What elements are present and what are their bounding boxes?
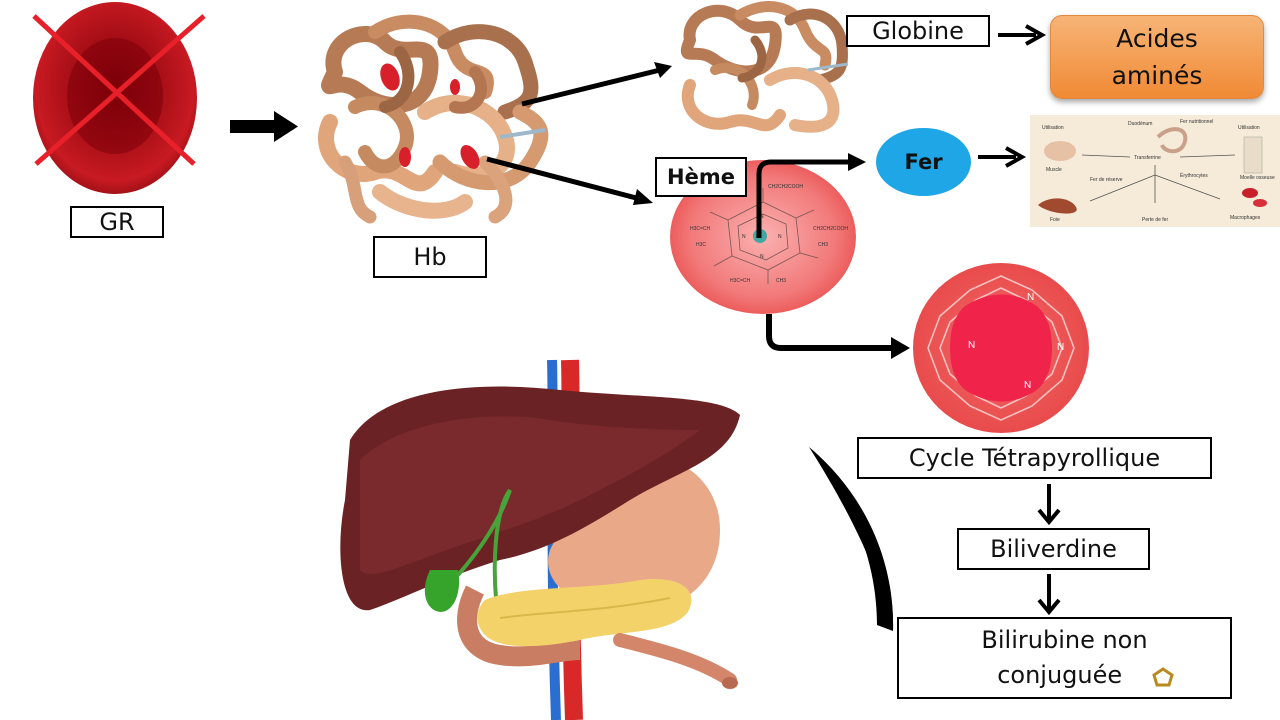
- heme-image: CH2CH2COOH CH2CH2COOH H3C=CH H3C CH3 H3C…: [670, 160, 856, 314]
- svg-text:N: N: [742, 234, 746, 240]
- iron-perte: Perte de fer: [1142, 217, 1168, 223]
- tetrapyrrole-n-left: N: [968, 340, 975, 351]
- tetrapyrrole-n-top: N: [1027, 292, 1034, 303]
- iron-macrophages: Macrophages: [1230, 215, 1261, 221]
- svg-text:N: N: [778, 234, 782, 240]
- arrow-hb-to-heme: [486, 156, 653, 205]
- fer-circle: Fer: [876, 128, 971, 196]
- svg-text:H3C=CH: H3C=CH: [730, 278, 751, 284]
- iron-transferrine: Transferrine: [1134, 155, 1161, 161]
- svg-text:N: N: [760, 214, 764, 220]
- globine-label-text: Globine: [872, 17, 964, 45]
- bilirubine-line2: conjuguée: [997, 661, 1123, 689]
- iron-fer-reserve: Fer de réserve: [1090, 177, 1123, 183]
- hemoglobin-image: [318, 14, 549, 224]
- biliverdine-label-text: Biliverdine: [990, 535, 1117, 563]
- cycle-label: Cycle Tétrapyrollique: [857, 437, 1212, 479]
- iron-utilisation-right: Utilisation: [1238, 125, 1260, 131]
- iron-utilisation-left: Utilisation: [1042, 125, 1064, 131]
- svg-text:CH3: CH3: [818, 242, 828, 248]
- cross-out-icon: [32, 14, 206, 166]
- arrow-heme-to-cycle: [766, 314, 910, 359]
- svg-text:CH2CH2COOH: CH2CH2COOH: [813, 226, 848, 232]
- arrow-gr-to-hb: [230, 111, 298, 142]
- heme-label: Hème: [655, 157, 747, 197]
- pentagon-icon: [1152, 667, 1174, 687]
- fer-label-text: Fer: [904, 150, 943, 174]
- bilirubine-line1: Bilirubine non: [981, 626, 1148, 655]
- arrow-heme-to-fer: [756, 153, 866, 238]
- arrow-to-liver: [809, 447, 894, 631]
- iron-moelle: Moelle osseuse: [1240, 175, 1275, 181]
- tetrapyrrole-n-right: N: [1057, 342, 1064, 353]
- iron-erythrocytes: Érythrocytes: [1180, 172, 1208, 179]
- gr-label-text: GR: [99, 208, 135, 236]
- arrow-hb-to-globine: [521, 62, 672, 107]
- tetrapyrrole-n-bottom: N: [1024, 380, 1031, 391]
- iron-cycle-diagram: Utilisation Utilisation Fer nutritionnel…: [1030, 115, 1280, 227]
- hb-label: Hb: [373, 236, 487, 278]
- liver-organs-image: [340, 359, 740, 720]
- hb-label-text: Hb: [413, 243, 447, 271]
- arrow-cycle-to-biliverdine: [1037, 484, 1061, 526]
- acides-amines-box: Acides aminés: [1050, 15, 1264, 99]
- cycle-label-text: Cycle Tétrapyrollique: [908, 444, 1161, 472]
- bilirubine-box: Bilirubine non conjuguée: [897, 617, 1232, 699]
- iron-muscle: Muscle: [1046, 167, 1062, 173]
- arrow-fer-to-cycle: [978, 146, 1027, 168]
- iron-foie: Foie: [1050, 217, 1060, 223]
- bilirubine-line2-row: conjuguée: [977, 658, 1174, 693]
- arrow-biliverdine-to-bilirubine: [1037, 574, 1061, 616]
- iron-duodenum: Duodénum: [1128, 121, 1152, 127]
- biliverdine-label: Biliverdine: [957, 528, 1150, 570]
- heme-label-text: Hème: [667, 165, 735, 189]
- acides-amines-line1: Acides: [1116, 23, 1198, 53]
- tetrapyrrole-image: N N N N: [913, 263, 1089, 433]
- gr-label: GR: [70, 206, 164, 238]
- svg-text:CH2CH2COOH: CH2CH2COOH: [768, 184, 803, 190]
- arrow-globine-to-acides: [998, 24, 1047, 46]
- svg-text:H3C=CH: H3C=CH: [690, 226, 711, 232]
- globin-image: [680, 1, 849, 133]
- svg-text:CH3: CH3: [776, 278, 786, 284]
- acides-amines-line2: aminés: [1111, 61, 1203, 90]
- svg-text:N: N: [760, 254, 764, 260]
- iron-fer-nutritionnel: Fer nutritionnel: [1180, 119, 1213, 125]
- globine-label: Globine: [846, 15, 990, 47]
- svg-text:H3C: H3C: [696, 242, 706, 248]
